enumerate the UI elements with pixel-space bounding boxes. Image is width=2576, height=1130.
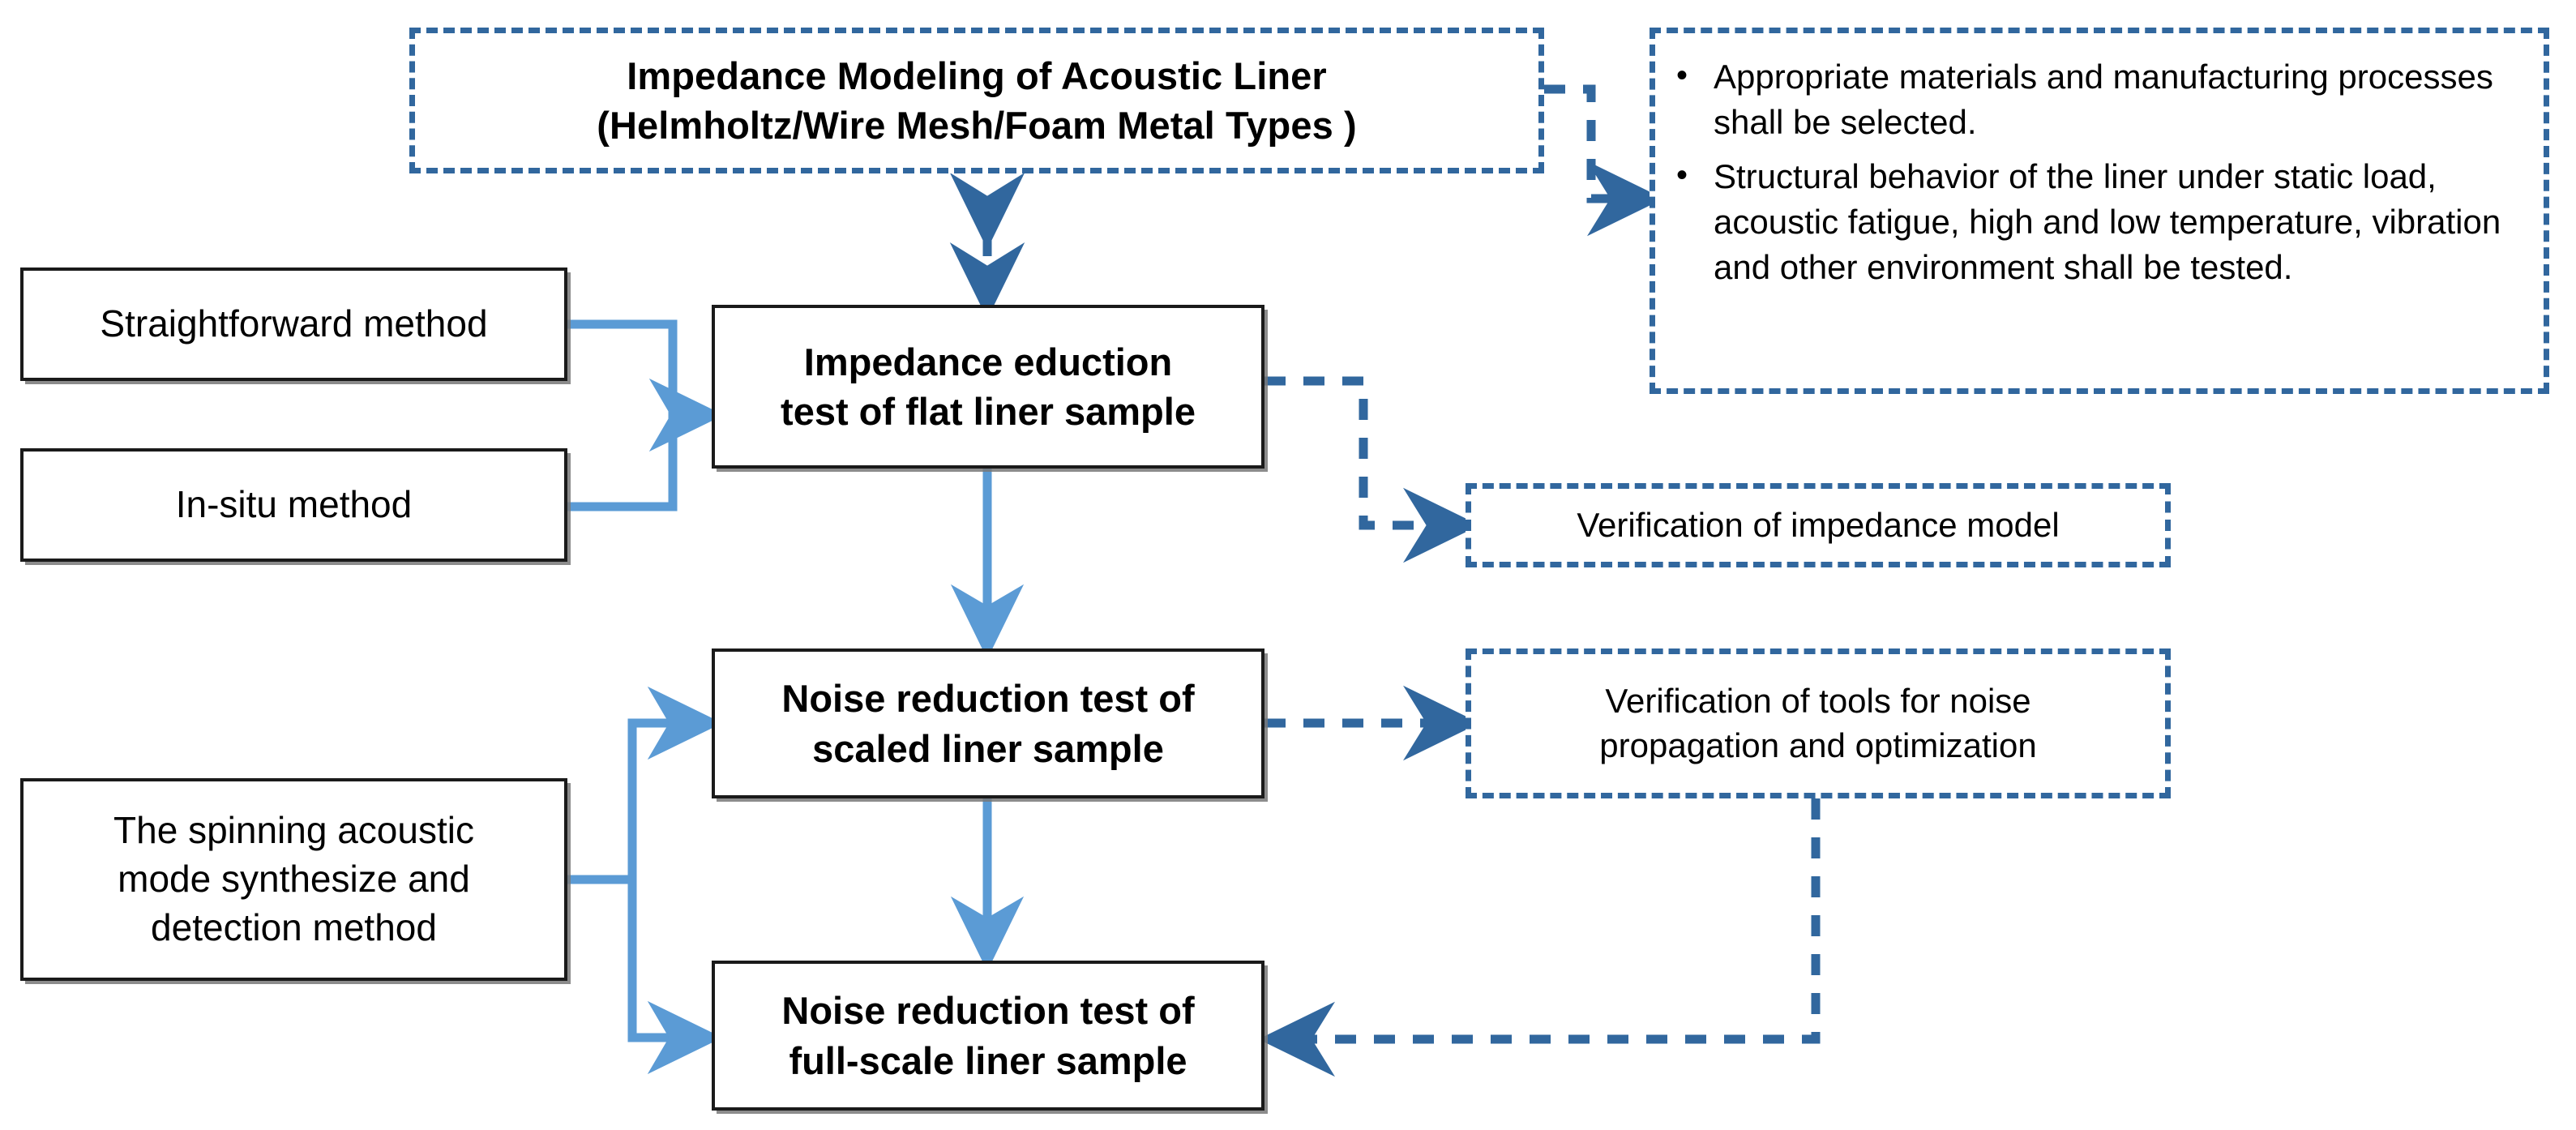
straightforward-method-label: Straightforward method xyxy=(100,302,488,345)
requirement-item: • Structural behavior of the liner under… xyxy=(1676,154,2519,291)
impedance-eduction-box[interactable]: Impedance eduction test of flat liner sa… xyxy=(712,305,1264,469)
connector-spinning-to-fullscale xyxy=(627,880,723,1075)
verification-tools-label: Verification of tools for noise propagat… xyxy=(1599,681,2037,764)
impedance-modeling-box[interactable]: Impedance Modeling of Acoustic Liner (Hel… xyxy=(409,28,1544,173)
requirement-text: Structural behavior of the liner under s… xyxy=(1714,156,2501,287)
noise-reduction-scaled-label: Noise reduction test of scaled liner sam… xyxy=(781,677,1195,770)
requirements-box[interactable]: • Appropriate materials and manufacturin… xyxy=(1650,28,2549,394)
in-situ-method-box[interactable]: In-situ method xyxy=(20,448,567,562)
requirement-text: Appropriate materials and manufacturing … xyxy=(1714,58,2493,142)
verification-impedance-model-label: Verification of impedance model xyxy=(1577,505,2060,544)
straightforward-method-box[interactable]: Straightforward method xyxy=(20,268,567,381)
impedance-eduction-label: Impedance eduction test of flat liner sa… xyxy=(781,340,1196,433)
impedance-modeling-label: Impedance Modeling of Acoustic Liner (Hel… xyxy=(585,51,1368,150)
bullet-icon: • xyxy=(1676,156,1688,193)
connector-eduction-to-verification-impedance xyxy=(1264,376,1480,563)
verification-tools-box[interactable]: Verification of tools for noise propagat… xyxy=(1466,648,2171,798)
noise-reduction-fullscale-box[interactable]: Noise reduction test of full-scale liner… xyxy=(712,961,1264,1111)
bullet-icon: • xyxy=(1676,58,1688,93)
in-situ-method-label: In-situ method xyxy=(175,483,413,526)
connector-spinning-to-scaled xyxy=(567,686,723,884)
impedance-modeling-line1: Impedance Modeling of Acoustic Liner xyxy=(627,54,1327,97)
spinning-acoustic-mode-box[interactable]: The spinning acoustic mode synthesize an… xyxy=(20,778,567,981)
verification-impedance-model-box[interactable]: Verification of impedance model xyxy=(1466,483,2171,567)
spinning-acoustic-mode-label: The spinning acoustic mode synthesize an… xyxy=(113,809,474,948)
impedance-modeling-line2: (Helmholtz/Wire Mesh/Foam Metal Types ) xyxy=(597,104,1357,147)
connector-straightforward-to-eduction xyxy=(567,319,725,452)
requirement-item: • Appropriate materials and manufacturin… xyxy=(1676,54,2519,146)
connector-verification-tools-to-fullscale xyxy=(1258,798,1821,1077)
noise-reduction-fullscale-label: Noise reduction test of full-scale liner… xyxy=(781,989,1195,1082)
connector-insitu-to-eduction xyxy=(567,415,678,511)
connector-modeling-to-requirements xyxy=(1544,84,1664,237)
noise-reduction-scaled-box[interactable]: Noise reduction test of scaled liner sam… xyxy=(712,648,1264,798)
